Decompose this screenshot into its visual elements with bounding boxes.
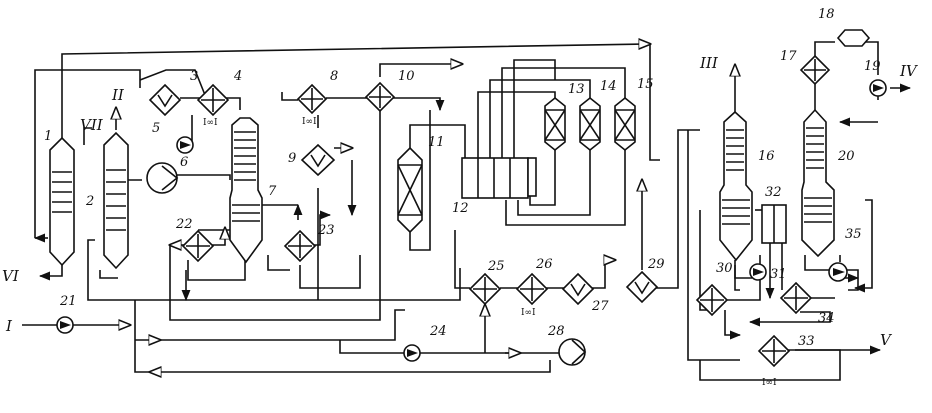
- label-23: 23: [317, 223, 335, 238]
- svg-text:I∞I: I∞I: [521, 308, 536, 318]
- heat-exchanger-3: [148, 83, 182, 117]
- heat-exchanger-9: [300, 143, 336, 177]
- air-cooler-33: I∞I: [757, 334, 791, 388]
- label-31: 31: [770, 267, 787, 282]
- label-10: 10: [398, 69, 415, 84]
- reactor-13: [544, 96, 566, 152]
- svg-text:I∞I: I∞I: [302, 117, 317, 127]
- air-cooler-4: I∞I: [196, 83, 230, 128]
- heat-exchanger-22: [181, 229, 215, 263]
- reboiler-32: [761, 204, 787, 244]
- label-4: 4: [233, 69, 242, 84]
- heat-exchanger-17: [799, 54, 831, 86]
- label-14: 14: [600, 79, 617, 94]
- separator-29: [625, 270, 659, 304]
- equipment-numbers: 1 2 3 4 5 6 7 8 9 10 11 12 13 14 15 16 1…: [44, 7, 881, 349]
- label-34: 34: [818, 311, 835, 326]
- label-32: 32: [765, 185, 782, 200]
- label-29: 29: [647, 257, 665, 272]
- label-15: 15: [637, 77, 654, 92]
- label-24: 24: [429, 324, 447, 339]
- furnace-12: [461, 157, 537, 199]
- label-28: 28: [547, 324, 565, 339]
- reactor-14: [579, 96, 601, 152]
- label-2: 2: [85, 194, 94, 209]
- label-9: 9: [288, 151, 296, 166]
- column-1: [49, 136, 75, 267]
- heat-exchanger-30: [695, 283, 729, 317]
- svg-text:I∞I: I∞I: [203, 118, 218, 128]
- label-13: 13: [568, 82, 585, 97]
- label-19: 19: [864, 59, 881, 74]
- column-7: [229, 117, 263, 264]
- pump-35: [828, 262, 848, 282]
- stream-label-IV: IV: [899, 62, 919, 80]
- reactor-15: [614, 96, 636, 152]
- label-17: 17: [780, 49, 797, 64]
- label-20: 20: [837, 149, 855, 164]
- label-35: 35: [845, 227, 862, 242]
- pump-24: [403, 344, 421, 362]
- label-27: 27: [591, 299, 609, 314]
- air-cooler-8: I∞I: [296, 83, 328, 127]
- stream-labels: I II III IV V VI VII: [2, 54, 919, 349]
- heat-exchanger-27: [561, 272, 595, 306]
- label-3: 3: [190, 69, 198, 84]
- column-16: [719, 110, 753, 262]
- stream-label-II: II: [111, 86, 125, 104]
- column-20: [801, 108, 835, 258]
- compressor-28: [558, 338, 587, 366]
- pump-31: [749, 263, 767, 281]
- label-22: 22: [175, 217, 193, 232]
- drum-18: [836, 29, 871, 47]
- label-8: 8: [330, 69, 338, 84]
- stream-label-VI: VI: [2, 267, 20, 285]
- svg-text:I∞I: I∞I: [762, 378, 777, 388]
- stream-label-I: I: [5, 317, 13, 335]
- label-16: 16: [758, 149, 775, 164]
- label-1: 1: [44, 129, 52, 144]
- heat-exchanger-25: [468, 272, 502, 306]
- label-21: 21: [59, 294, 77, 309]
- pump-21: [56, 316, 74, 334]
- pump-19: [869, 79, 887, 97]
- heat-exchanger-23: [283, 229, 317, 263]
- label-25: 25: [487, 259, 505, 274]
- label-26: 26: [535, 257, 553, 272]
- label-7: 7: [268, 184, 277, 199]
- stream-label-VII: VII: [80, 116, 104, 134]
- stream-label-V: V: [880, 331, 893, 349]
- label-5: 5: [152, 121, 160, 136]
- column-2: [103, 131, 129, 270]
- label-30: 30: [716, 261, 733, 276]
- label-11: 11: [428, 135, 445, 150]
- label-6: 6: [180, 155, 188, 170]
- label-12: 12: [452, 201, 469, 216]
- pump-5: [176, 136, 194, 154]
- heat-exchanger-34: [779, 281, 813, 315]
- air-cooler-26: I∞I: [515, 272, 549, 318]
- reactor-11: [397, 146, 423, 234]
- heat-exchanger-10: [364, 81, 396, 113]
- compressor-6: [146, 162, 179, 194]
- label-18: 18: [818, 7, 835, 22]
- stream-label-III: III: [699, 54, 719, 72]
- label-33: 33: [798, 334, 815, 349]
